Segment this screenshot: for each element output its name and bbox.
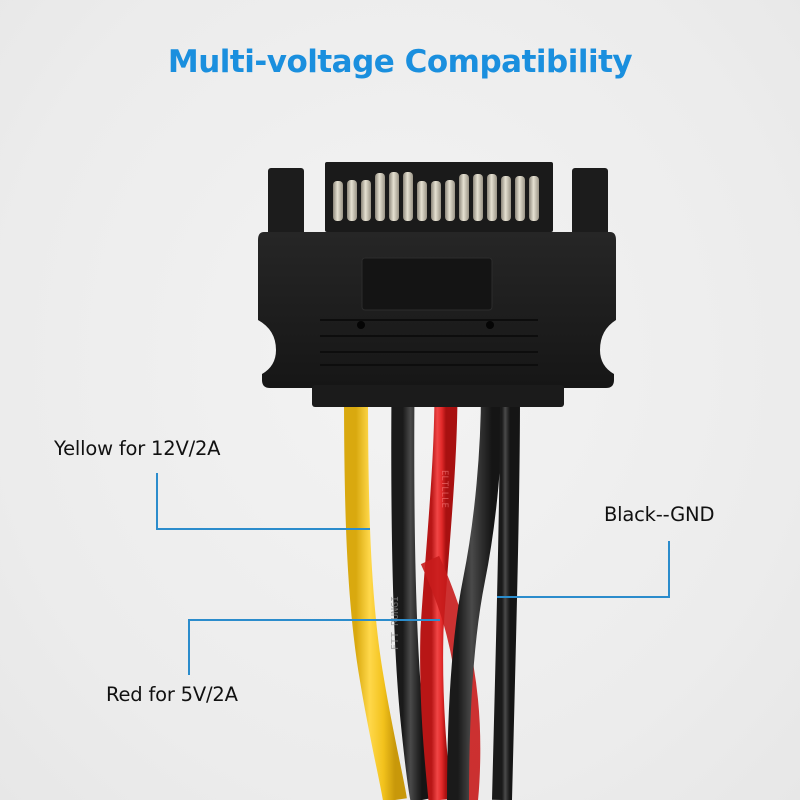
leader-line-yellow-horizontal (156, 528, 370, 530)
leader-line-yellow-vertical (156, 473, 158, 529)
black-wire-left (391, 389, 434, 800)
label-black-gnd: Black--GND (604, 503, 715, 526)
black-wire-right (447, 389, 503, 800)
leader-line-black-vertical (668, 541, 670, 597)
label-red-5v: Red for 5V/2A (106, 683, 238, 706)
leader-line-black-horizontal (497, 596, 670, 598)
svg-text:FTT RUNGI: FTT RUNGI (390, 596, 401, 650)
red-wire (420, 389, 458, 800)
connector-pins (333, 172, 539, 221)
sata-connector (258, 162, 616, 407)
page-title: Multi-voltage Compatibility (167, 44, 633, 80)
svg-text:ELTLLLE: ELTLLLE (439, 470, 449, 508)
leader-line-red-horizontal (188, 619, 440, 621)
label-yellow-12v: Yellow for 12V/2A (54, 437, 221, 460)
wire-bundle: FTT RUNGI ELTLLLE (344, 389, 520, 800)
yellow-wire (344, 389, 407, 800)
leader-line-red-vertical (188, 619, 190, 675)
